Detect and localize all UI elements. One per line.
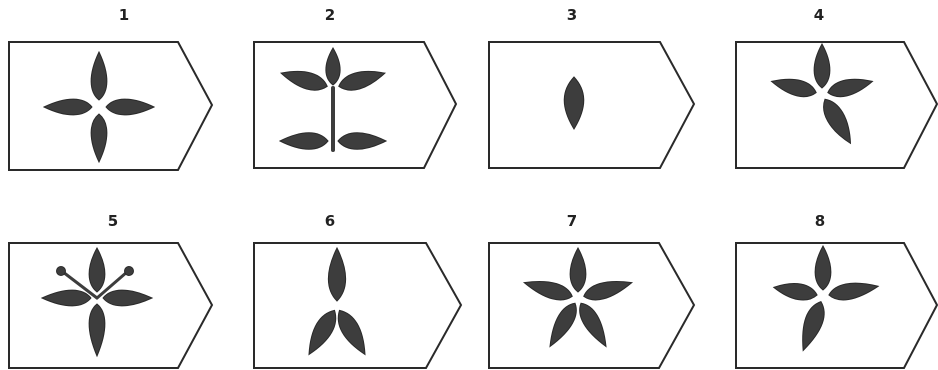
card-outline: [736, 243, 937, 368]
